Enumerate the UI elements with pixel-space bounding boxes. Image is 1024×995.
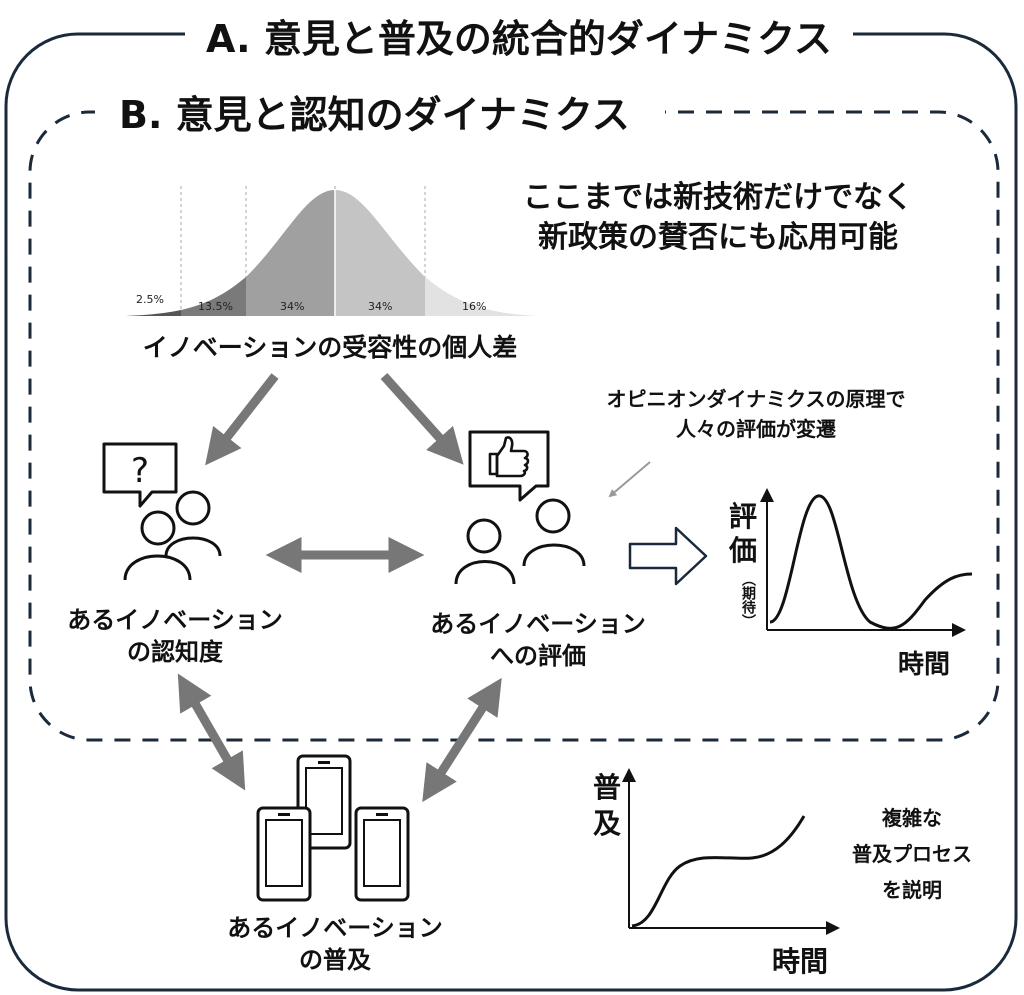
bell-label-5: 16% [462, 300, 486, 313]
hollow-arrow-icon [628, 526, 708, 586]
awareness-label-line1: あるイノベーション [67, 606, 283, 634]
title-b: B. 意見と認知のダイナミクス [95, 84, 665, 146]
smartphone-icon [256, 754, 410, 902]
evaluation-curve [769, 494, 973, 630]
arrow-to-awareness [205, 373, 279, 466]
awareness-label-line2: の認知度 [127, 638, 223, 666]
adoption-y-label: 普 及 [590, 770, 624, 842]
bell-label-2: 13.5% [198, 300, 233, 313]
bell-curve: 2.5% 13.5% 34% 34% 16% [124, 186, 540, 316]
adoption-curve [631, 815, 806, 928]
people-icon-awareness [123, 490, 222, 581]
question-bubble-icon: ? [102, 442, 178, 508]
evaluation-y-sublabel: （期待） [740, 572, 756, 628]
adoption-y-label-1: 普 [592, 771, 621, 804]
title-a: A. 意見と普及の統合的ダイナミクス [185, 8, 853, 70]
bell-label-4: 34% [368, 300, 392, 313]
arrow-to-evaluation [380, 372, 464, 465]
awareness-label: あるイノベーション の認知度 [40, 604, 310, 668]
svg-text:?: ? [131, 451, 149, 491]
evaluation-label: あるイノベーション への評価 [398, 608, 678, 672]
bell-caption: イノベーションの受容性の個人差 [142, 333, 518, 362]
adoption-label: あるイノベーション の普及 [200, 912, 470, 976]
bell-label-1: 2.5% [136, 293, 164, 306]
opinion-note-line2: 人々の評価が変遷 [676, 417, 836, 441]
adoption-label-line2: の普及 [299, 946, 371, 974]
bell-label-3: 34% [280, 300, 304, 313]
adoption-x-label: 時間 [772, 945, 829, 978]
applicability-note-line1: ここまでは新技術だけでなく [523, 180, 913, 215]
complex-note-line2: 普及プロセス [852, 842, 972, 866]
evaluation-chart [760, 488, 973, 637]
applicability-note: ここまでは新技術だけでなく 新政策の賛否にも応用可能 [508, 178, 928, 258]
evaluation-label-line2: への評価 [490, 642, 586, 670]
evaluation-y-label-1: 評 [728, 500, 757, 533]
complex-note-line1: 複雑な [882, 806, 942, 830]
adoption-label-line1: あるイノベーション [227, 914, 443, 942]
evaluation-y-label: 評 価 [726, 500, 760, 568]
thumbs-up-bubble-icon [468, 430, 550, 502]
evaluation-x-label: 時間 [898, 650, 951, 680]
applicability-note-line2: 新政策の賛否にも応用可能 [538, 220, 898, 255]
adoption-y-label-2: 及 [592, 807, 621, 840]
evaluation-label-line1: あるイノベーション [430, 610, 646, 638]
complex-process-note: 複雑な 普及プロセス を説明 [832, 800, 992, 908]
people-icon-evaluation [454, 498, 586, 585]
opinion-dynamics-note: オピニオンダイナミクスの原理で 人々の評価が変遷 [566, 384, 946, 444]
evaluation-y-label-2: 価 [728, 534, 757, 567]
arrow-awareness-adoption [177, 673, 246, 791]
arrow-evaluation-adoption [422, 677, 502, 803]
adoption-chart [622, 768, 840, 935]
opinion-note-line1: オピニオンダイナミクスの原理で [606, 387, 906, 411]
opinion-note-pointer [608, 461, 651, 498]
complex-note-line3: を説明 [882, 878, 942, 902]
